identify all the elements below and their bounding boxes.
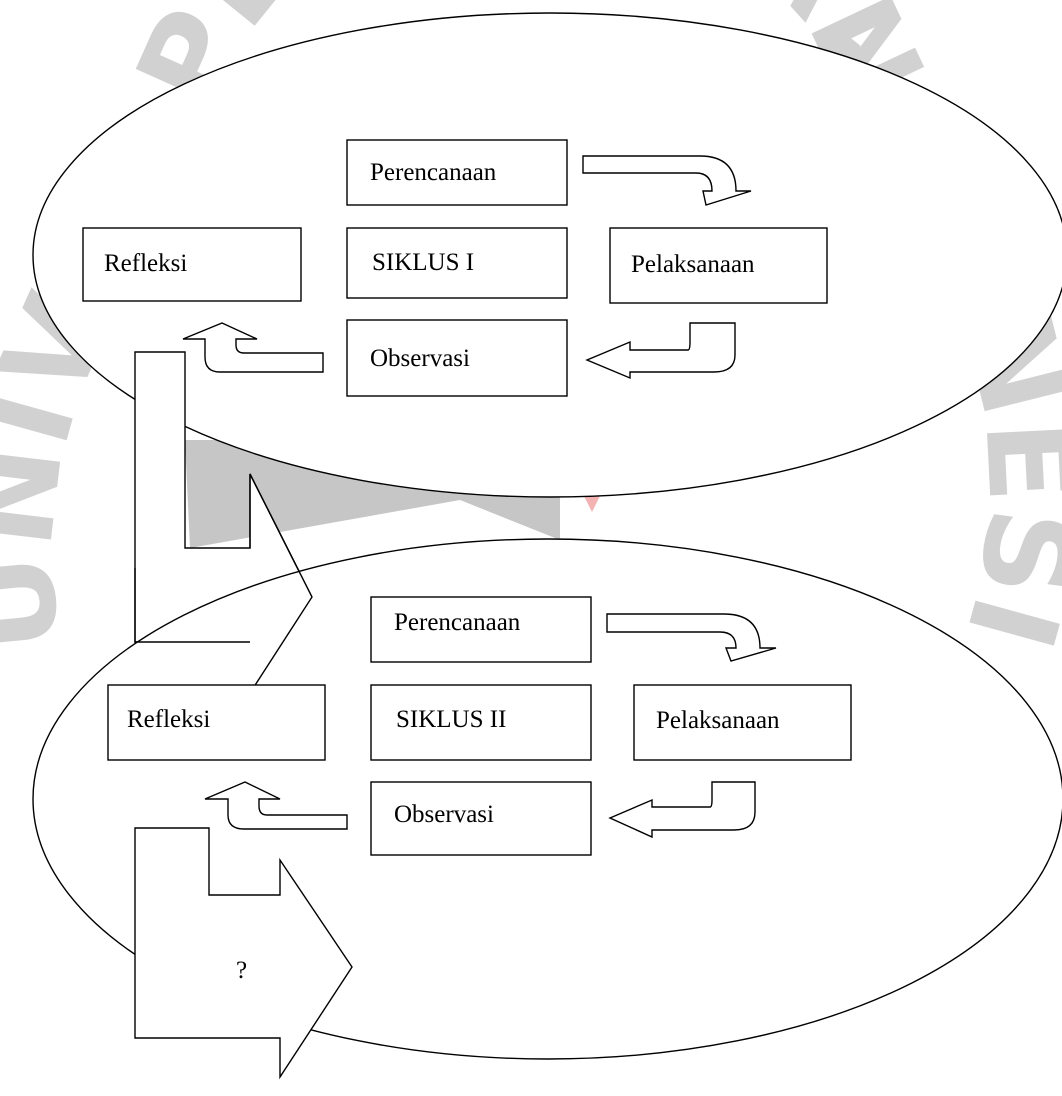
cycle1-planning-box: Perencanaan	[346, 139, 568, 206]
cycle2-planning-box: Perencanaan	[370, 596, 592, 663]
next-cycle-arrow	[134, 827, 353, 1080]
next-cycle-question-mark: ?	[236, 957, 247, 984]
cycle2-planning-label: Perencanaan	[394, 609, 521, 636]
cycle2-reflection-label: Refleksi	[127, 706, 210, 733]
cycle2-planning-to-action-arrow	[606, 613, 777, 662]
cycle2-reflection-box: Refleksi	[107, 684, 326, 761]
cycle1-observation-label: Observasi	[370, 345, 470, 372]
cycle1-action-box: Pelaksanaan	[609, 227, 828, 304]
transition-arrow-tail-edge	[134, 568, 250, 643]
cycle2-action-label: Pelaksanaan	[656, 707, 780, 734]
cycle1-observation-box: Observasi	[346, 319, 568, 397]
transition-arrow-head-edge	[249, 473, 313, 694]
cycle2-action-box: Pelaksanaan	[633, 684, 852, 761]
cycle2-action-to-observation-arrow	[608, 781, 756, 839]
cycle2-observation-label: Observasi	[394, 801, 494, 828]
cycle1-planning-label: Perencanaan	[370, 159, 497, 186]
cycle2-title-label: SIKLUS II	[396, 706, 506, 733]
cycle1-action-to-observation-arrow	[585, 322, 736, 380]
cycle2-observation-to-reflection-arrow	[204, 781, 348, 830]
cycle2-title-box: SIKLUS II	[370, 684, 592, 761]
cycle1-title-box: SIKLUS I	[346, 227, 568, 299]
cycle2-observation-box: Observasi	[370, 781, 592, 856]
cycle1-title-label: SIKLUS I	[372, 249, 474, 276]
cycle1-reflection-box: Refleksi	[82, 227, 302, 302]
cycle1-planning-to-action-arrow	[582, 155, 752, 206]
cycle1-observation-to-reflection-arrow	[182, 322, 324, 373]
cycle1-reflection-label: Refleksi	[104, 250, 187, 277]
cycle1-action-label: Pelaksanaan	[631, 251, 755, 278]
